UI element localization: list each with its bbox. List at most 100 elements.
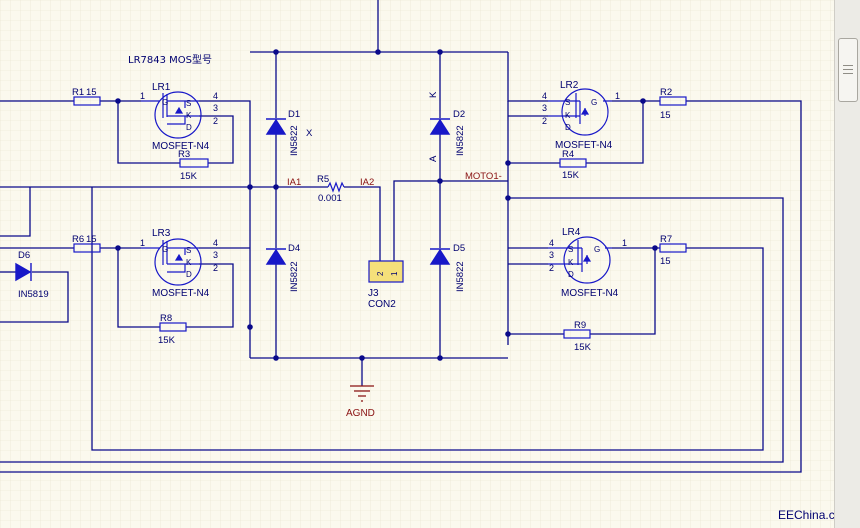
diode-d4-ref: D4 [288,243,300,254]
scrollbar-grip-line [843,69,853,70]
mosfet-lr2-term-d: D [565,123,571,132]
resistor-r5-ref: R5 [317,174,329,185]
resistor-r3-ref: R3 [178,149,190,160]
vertical-scrollbar[interactable] [834,0,860,528]
wires [0,0,802,473]
mosfet-lr3-pin-k: 3 [213,250,218,260]
resistor-r8-value: 15K [158,335,176,346]
diode-d6 [15,262,32,282]
mosfet-lr2-pin-s: 4 [542,91,547,101]
mosfet-lr1-term-d: D [186,123,192,132]
mosfet-lr2-pin-d: 1 [615,91,620,101]
junction-dots [115,49,658,361]
mosfet-lr4-term-d: D [568,270,574,279]
mosfet-lr2-value: MOSFET-N4 [555,140,613,151]
resistor-r6-ref: R6 [72,234,84,245]
mosfet-lr1-term-k: K [186,111,192,120]
net-label-moto1: MOTO1- [465,171,502,182]
diode-d6-value: IN5819 [18,289,49,300]
mosfet-lr2-pin-g: 3 [542,103,547,113]
connector-j3-ref: J3 [368,288,379,299]
connector-j3: 2 1 J3 CON2 [368,260,404,310]
agnd-symbol [350,385,374,402]
net-label-ia1: IA1 [287,177,301,188]
schematic-grid [0,0,834,528]
mosfet-lr2-pin-k: 2 [542,116,547,126]
resistor-r2-ref: R2 [660,87,672,98]
mosfet-lr4-pin-k: 2 [549,263,554,273]
resistor-r7-value: 15 [660,256,671,267]
mosfet-lr4 [548,236,612,284]
mosfet-lr4-labels: LR4 MOSFET-N4 4 3 2 1 S G K D [549,227,627,299]
resistor-r1 [73,96,101,106]
diode-d4 [265,248,287,265]
mosfet-lr1-ref: LR1 [152,82,171,93]
diode-d2-mark-k: K [428,91,439,98]
resistor-r5-value: 0.001 [318,193,342,204]
mosfet-lr2 [548,88,612,136]
mosfet-lr4-pin-g: 3 [549,250,554,260]
mosfet-lr3-pin-d: 2 [213,263,218,273]
resistor-r6 [73,243,101,253]
resistor-r1-ref: R1 [72,87,84,98]
diode-d1-value: IN5822 [289,125,300,156]
mosfet-lr4-term-k: K [568,258,574,267]
mosfet-lr1 [141,91,202,139]
resistor-r3 [179,158,209,168]
mosfet-lr1-pin-k: 3 [213,103,218,113]
mosfet-lr4-ref: LR4 [562,227,581,238]
diode-d2-ref: D2 [453,109,465,120]
resistor-r3-value: 15K [180,171,198,182]
mosfet-lr4-pin-s: 4 [549,238,554,248]
mosfet-lr2-term-k: K [565,111,571,120]
resistor-r4 [559,158,587,168]
mosfet-lr1-pin-d: 2 [213,116,218,126]
mosfet-lr1-pin-g: 1 [140,91,145,101]
resistor-r7 [659,243,687,253]
mosfet-lr2-term-g: G [591,98,597,107]
resistor-r9-value: 15K [574,342,592,353]
mosfet-lr4-pin-d: 1 [622,238,627,248]
diode-d5-ref: D5 [453,243,465,254]
mosfet-lr1-labels: LR1 MOSFET-N4 1 4 3 2 G S K D [140,82,218,152]
mosfet-lr4-term-s: S [568,245,573,254]
mosfet-lr3-pin-g: 1 [140,238,145,248]
diode-symbols [15,118,451,282]
mosfet-lr1-term-s: S [186,99,191,108]
resistor-r8 [159,322,187,332]
mosfet-lr1-pin-s: 4 [213,91,218,101]
mosfet-lr1-term-g: G [162,98,168,107]
diode-d5-value: IN5822 [455,261,466,292]
mosfet-lr3-term-d: D [186,270,192,279]
connector-j3-value: CON2 [368,299,396,310]
watermark: EEChina.com [778,508,851,522]
mosfet-lr3-term-s: S [186,246,191,255]
resistor-r9-ref: R9 [574,320,586,331]
connector-j3-pin-1: 1 [390,271,399,276]
net-label-ia2: IA2 [360,177,374,188]
resistor-bodies [73,96,687,339]
mosfet-lr3-term-g: G [162,245,168,254]
resistor-r6-value: 15 [86,234,97,245]
mosfet-lr4-value: MOSFET-N4 [561,288,619,299]
mos-model-note: LR7843 MOS型号 [128,53,212,66]
mosfet-lr3-value: MOSFET-N4 [152,288,210,299]
mosfet-lr2-term-s: S [565,98,570,107]
agnd-label: AGND [346,408,375,419]
diode-d4-value: IN5822 [289,261,300,292]
resistor-r2-value: 15 [660,110,671,121]
mosfet-lr3-ref: LR3 [152,228,171,239]
mosfet-lr2-ref: LR2 [560,80,579,91]
scrollbar-thumb[interactable] [838,38,858,102]
diode-d1 [265,118,287,135]
resistor-r2 [659,96,687,106]
diode-d6-ref: D6 [18,250,30,261]
connector-j3-pin-2: 2 [376,271,385,276]
resistor-r5 [327,181,345,193]
scrollbar-grip-line [843,73,853,74]
net-labels: IA1 IA2 MOTO1- [287,171,502,188]
mosfet-lr2-labels: LR2 MOSFET-N4 4 3 2 1 S G K D [542,80,620,151]
diode-d1-mark: X [306,128,313,139]
